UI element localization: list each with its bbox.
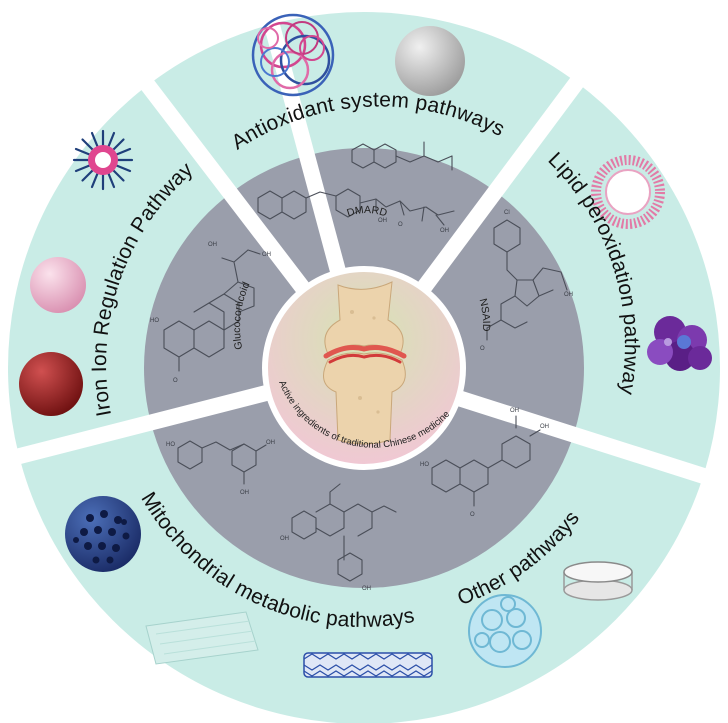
pink-sphere-icon	[30, 257, 86, 313]
glucocorticoid-structure: O HO OH OH	[150, 242, 271, 384]
polymer-micelle-nanoparticle-icon	[251, 13, 335, 97]
tcm-resveratrol-structure: HO OH OH	[166, 440, 275, 496]
spiky-micelle-icon	[72, 129, 134, 191]
svg-text:O: O	[398, 222, 403, 228]
dmard-methotrexate-structure: OH OH O	[257, 188, 455, 234]
tcm-glycoside-structure: OH OH	[280, 483, 397, 592]
svg-text:OH: OH	[262, 252, 271, 258]
svg-text:OH: OH	[564, 292, 573, 298]
svg-text:OH: OH	[362, 586, 371, 592]
nanosheet-icon	[145, 611, 259, 665]
svg-text:O: O	[470, 512, 475, 518]
svg-text:OH: OH	[280, 536, 289, 542]
purple-aggregate-nanoparticle-icon	[647, 316, 712, 371]
svg-text:OH: OH	[266, 440, 275, 446]
cage-sphere-icon	[468, 594, 542, 668]
svg-text:HO: HO	[420, 462, 429, 468]
knee-joint-icon	[323, 281, 407, 445]
svg-text:OH: OH	[540, 424, 549, 430]
svg-text:OH: OH	[208, 242, 217, 248]
svg-text:HO: HO	[166, 442, 175, 448]
svg-text:OH: OH	[240, 490, 249, 496]
svg-text:HO: HO	[150, 318, 159, 324]
inner-label-nsaid: NSAID	[477, 297, 493, 332]
svg-text:O: O	[173, 378, 178, 384]
tcm-quercetin-structure: HO O OH OH	[420, 408, 549, 518]
svg-text:OH: OH	[378, 218, 387, 224]
porous-blue-sphere-icon	[65, 496, 141, 572]
svg-text:OH: OH	[510, 408, 519, 414]
liposome-icon	[591, 155, 665, 229]
transparent-disc-icon	[563, 561, 633, 601]
inner-label-dmard: DMARD	[345, 204, 388, 219]
nsaid-indomethacin-structure: Cl OH O	[480, 210, 573, 352]
dark-red-sphere-icon	[19, 352, 83, 416]
gray-sphere-nanoparticle-icon	[395, 26, 465, 96]
dmard-second-structure	[351, 141, 453, 171]
svg-text:O: O	[480, 346, 485, 352]
svg-text:Cl: Cl	[504, 210, 510, 216]
carbon-nanotube-icon	[303, 652, 433, 678]
svg-text:OH: OH	[440, 228, 449, 234]
